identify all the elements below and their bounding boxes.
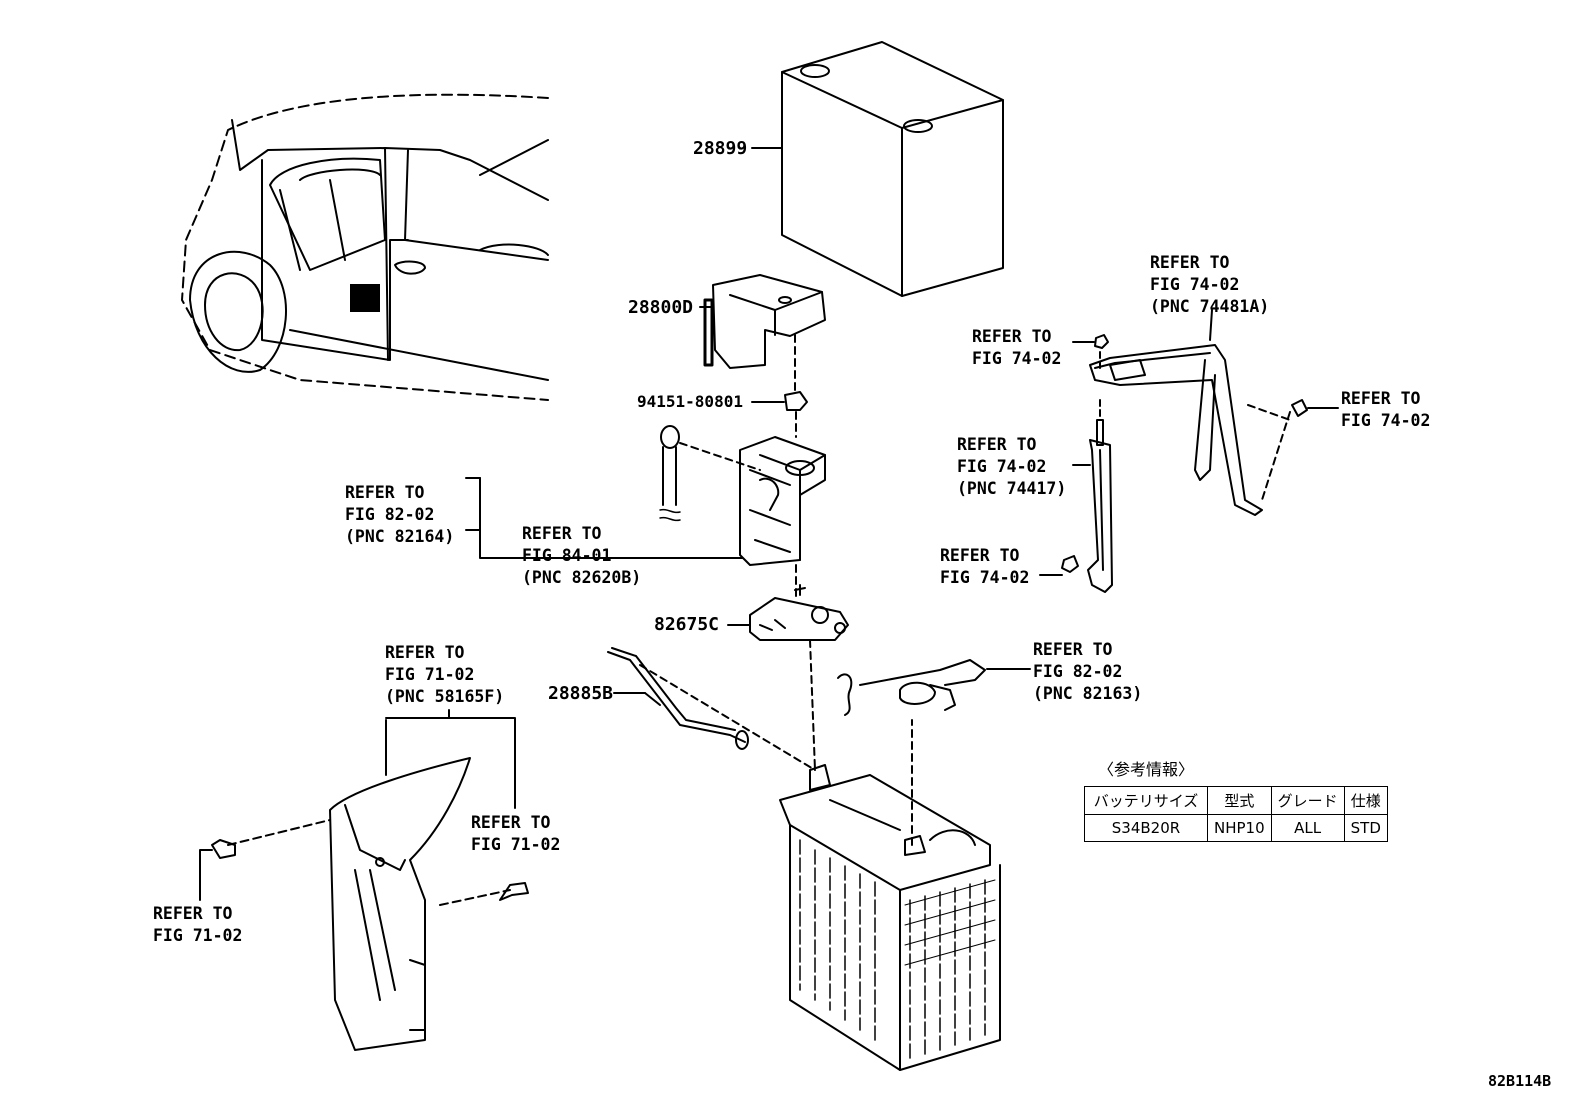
ground-cable-28885b [607,647,816,771]
leader-lines [465,477,743,559]
cell-battery-size: S34B20R [1084,814,1208,842]
refer-71-02-bolt: REFER TO FIG 71-02 [153,904,243,945]
wire-harness-82164 [659,425,761,522]
battery-clamp-74481a [1072,309,1339,516]
fusible-link-block [739,436,826,566]
part-number-28885b: 28885B [548,683,614,704]
battery-insulator-28899 [751,41,1004,297]
header-battery-size: バッテリサイズ [1084,786,1208,815]
part-number-94151: 94151-80801 [637,392,743,411]
header-spec: 仕様 [1343,786,1388,815]
refer-82163: REFER TO FIG 82-02 (PNC 82163) [1033,640,1143,703]
refer-74-02-nut-top: REFER TO FIG 74-02 [972,327,1062,368]
refer-58165f: REFER TO FIG 71-02 (PNC 58165F) [385,643,505,706]
cell-grade: ALL [1270,814,1345,842]
header-grade: グレード [1270,786,1345,815]
refer-74481a: REFER TO FIG 74-02 (PNC 74481A) [1150,253,1270,316]
refer-71-02-clip: REFER TO FIG 71-02 [471,813,561,854]
part-number-28899: 28899 [693,138,748,159]
nut-94151 [751,391,808,411]
reference-info-title: 〈参考情報〉 [1098,760,1195,779]
table-row: バッテリサイズ 型式 グレード 仕様 [1084,786,1388,815]
terminal-cover-28800d [699,274,826,369]
positive-cable-82163 [837,659,1031,716]
table-row: S34B20R NHP10 ALL STD [1084,814,1388,842]
part-number-82675c: 82675C [654,614,720,635]
header-model: 型式 [1207,786,1272,815]
battery [779,719,1001,1071]
refer-82620b: REFER TO FIG 84-01 (PNC 82620B) [522,524,642,587]
vehicle-outline [181,93,549,401]
clamp-bolt-74417 [1039,399,1113,593]
battery-tray-58165f [199,709,529,1051]
battery-terminal-82675c [727,584,849,641]
refer-74-02-nut-right: REFER TO FIG 74-02 [1341,389,1431,430]
cell-model: NHP10 [1207,814,1272,842]
reference-info-table: バッテリサイズ 型式 グレード 仕様 S34B20R NHP10 ALL STD [1084,786,1388,842]
refer-74417: REFER TO FIG 74-02 (PNC 74417) [957,435,1067,498]
figure-id: 82B114B [1488,1072,1552,1090]
cell-spec: STD [1343,814,1388,842]
part-number-28800d: 28800D [628,297,694,318]
refer-74-02-nut-bottom: REFER TO FIG 74-02 [940,546,1030,587]
refer-82164: REFER TO FIG 82-02 (PNC 82164) [345,483,455,546]
